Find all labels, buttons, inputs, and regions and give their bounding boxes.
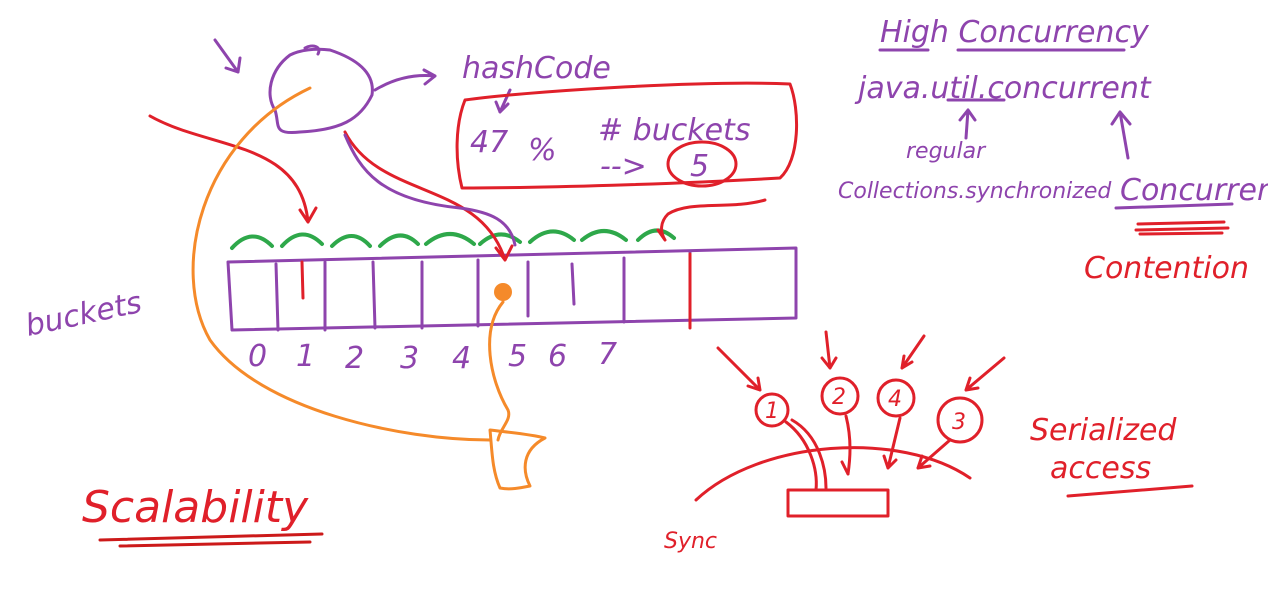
thread-2: 2 — [820, 376, 860, 416]
bucket-hop-arcs — [230, 228, 676, 250]
input-arrow — [213, 38, 242, 74]
arrow-to-bucket-1 — [148, 114, 318, 224]
sync-block — [786, 488, 890, 518]
hash-code-label: hashCode — [462, 51, 611, 86]
result-arrow: --> — [600, 149, 647, 184]
thread-number: 2 — [832, 385, 846, 410]
bucket-index: 7 — [598, 337, 617, 372]
red-divider-1 — [300, 260, 305, 300]
bucket-index: 4 — [452, 341, 471, 376]
concurrent-label: Concurrent — [1120, 173, 1268, 208]
sync-boundary-arc — [694, 446, 972, 502]
thread-number: 4 — [888, 387, 902, 412]
serialized-access-underline — [1066, 484, 1194, 498]
bucket-index: 1 — [296, 339, 315, 374]
collections-sync-label: Collections.synchronized — [838, 179, 1112, 204]
modulo-expression-box — [455, 81, 798, 190]
contention-label: Contention — [1084, 251, 1249, 286]
arrow-to-bucket-8 — [656, 198, 767, 242]
sync-label: Sync — [664, 529, 717, 554]
bucket-indices: 0 1 2 3 4 5 6 7 — [248, 337, 617, 376]
concurrent-underline — [1114, 202, 1234, 210]
bucket-entry-node — [494, 283, 512, 301]
bucket-index: 6 — [548, 339, 567, 374]
bucket-array — [226, 246, 798, 332]
scalability-underline — [98, 532, 324, 548]
bucket-index: 5 — [508, 339, 527, 374]
buckets-count-label: # buckets — [598, 113, 750, 148]
thread-4: 4 — [876, 378, 916, 418]
regular-arrow — [958, 108, 977, 140]
buckets-label: buckets — [22, 285, 144, 344]
thread-1: 1 — [754, 392, 790, 428]
thread-converge-arrows — [784, 414, 952, 492]
orange-chain-from-bucket — [488, 300, 511, 442]
high-concurrency-label: High Concurrency — [880, 15, 1150, 50]
arrow-to-bucket-5 — [343, 130, 514, 262]
result-value: 5 — [690, 149, 709, 184]
object-to-bucket-purple — [343, 133, 517, 247]
bucket-index: 3 — [400, 341, 419, 376]
key-object-blob — [268, 44, 374, 135]
result-circle — [666, 140, 738, 188]
scalability-label: Scalability — [82, 482, 309, 533]
thread-3: 3 — [936, 396, 984, 444]
bucket-index: 0 — [248, 339, 267, 374]
modulo-operator: % — [528, 133, 557, 168]
hash-value: 47 — [470, 125, 508, 160]
concurrent-arrow — [1110, 110, 1132, 160]
thread-number: 1 — [765, 399, 779, 424]
bucket-index: 2 — [345, 341, 364, 376]
orange-chain-from-key — [191, 86, 492, 442]
regular-label: regular — [906, 139, 987, 164]
hash-code-down-arrow — [494, 88, 512, 114]
contention-scribble — [1134, 220, 1230, 236]
orange-chain-node — [488, 428, 547, 491]
thread-arrows — [716, 330, 1006, 392]
thread-number: 3 — [952, 410, 966, 435]
hash-code-arrow — [373, 68, 437, 92]
